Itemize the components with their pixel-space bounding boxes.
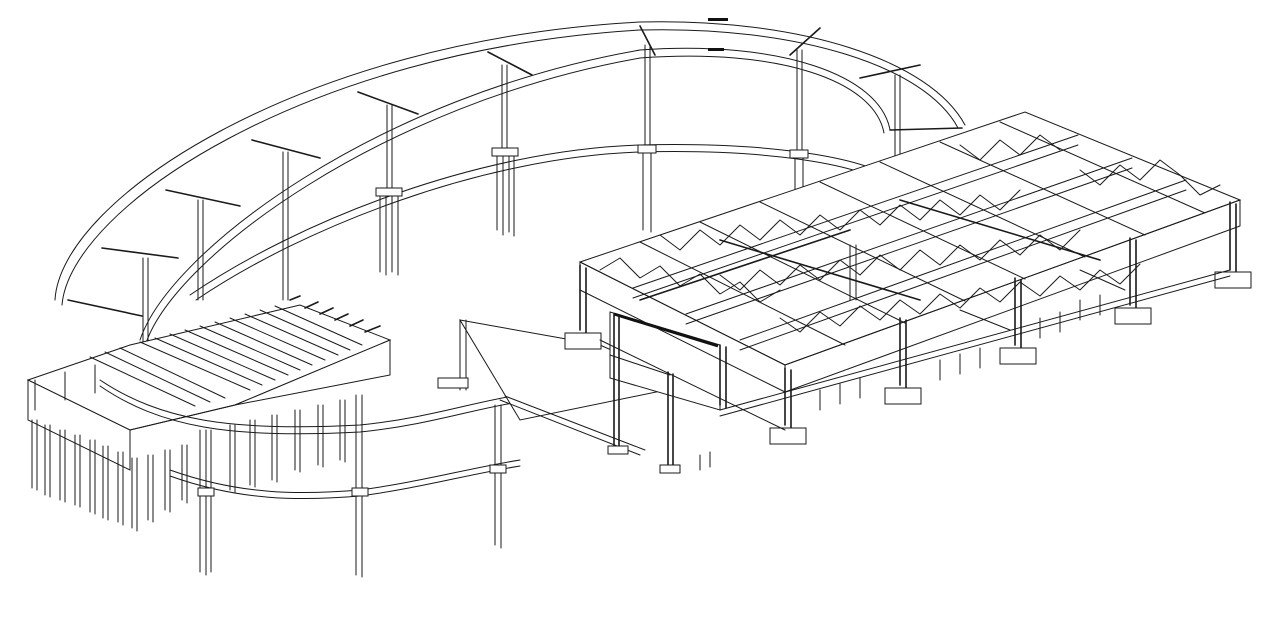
curved-ground-beam (99, 379, 521, 549)
transverse-trusses (639, 121, 1206, 346)
deck-planks (89, 305, 363, 407)
truss-web-diagonals (599, 134, 1221, 333)
pad-footings (564, 271, 1252, 445)
pile-foundation-cluster (31, 394, 363, 578)
deck-joist-ends (289, 295, 381, 333)
roof-rafters (67, 25, 963, 317)
connecting-walkway (437, 319, 692, 456)
curved-roof-frame (54, 18, 966, 344)
timber-deck-platform (26, 295, 392, 471)
truss-ground-beams (599, 269, 1231, 471)
truss-columns (579, 201, 1237, 429)
curved-mid-ring-beam (189, 144, 896, 301)
